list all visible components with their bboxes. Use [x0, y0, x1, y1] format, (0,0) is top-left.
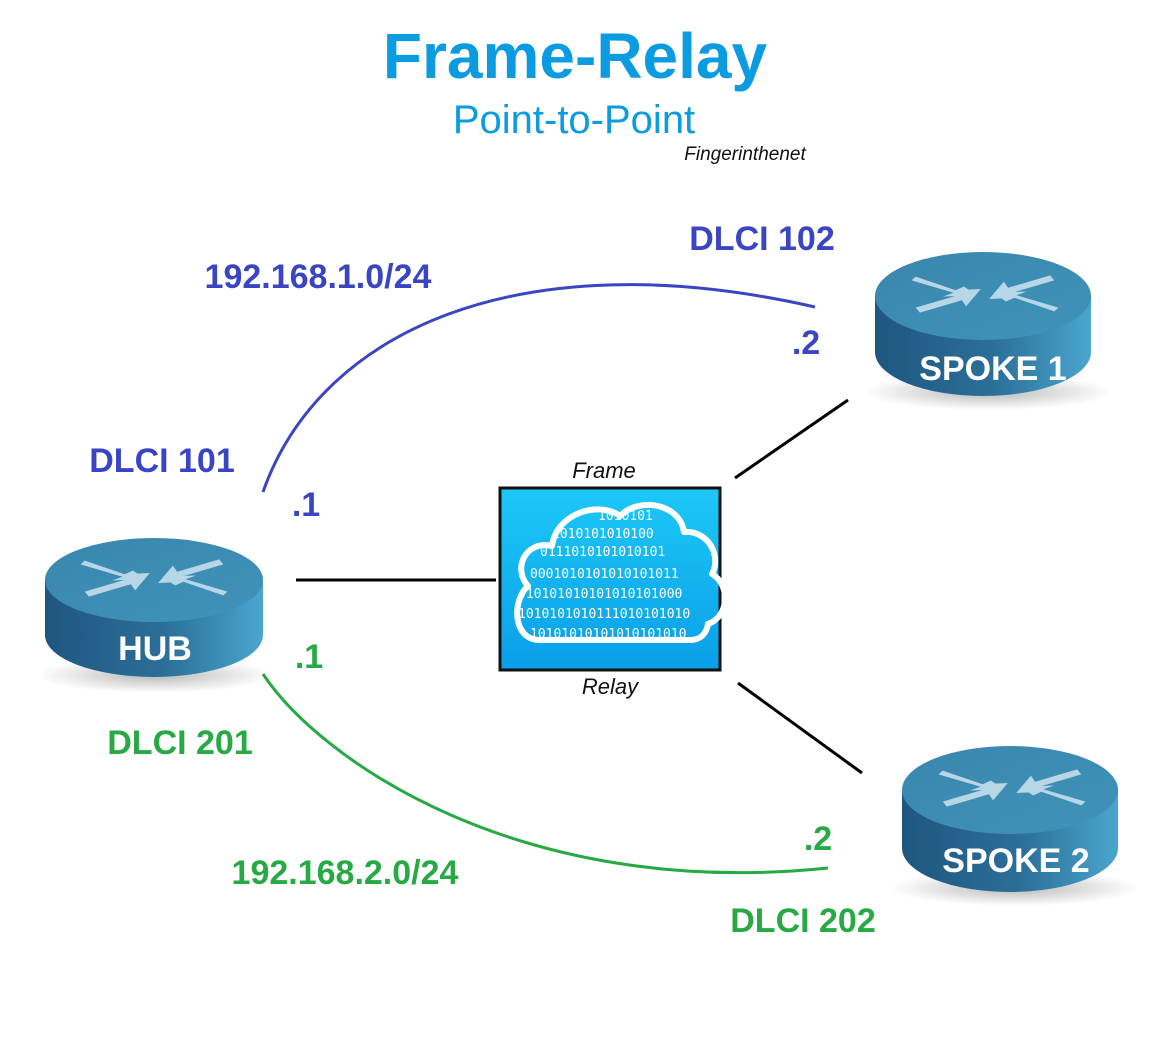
cloud-binary-line: 010101010101010101000 [518, 587, 682, 602]
link1-hub-dlci-label: DLCI 101 [89, 442, 235, 480]
link2-pvc-curve [261, 673, 829, 875]
cloud-label-frame: Frame [572, 458, 636, 483]
cloud-outline [514, 501, 728, 643]
link1-spoke-dlci-label: DLCI 102 [689, 220, 835, 258]
spoke2-cloud-link [737, 681, 863, 775]
spoke2-router[interactable]: SPOKE 2 [890, 746, 1140, 906]
link2-spoke-ip-label: .2 [804, 820, 832, 858]
spoke1-router[interactable]: SPOKE 1 [863, 252, 1113, 410]
cloud-binary-line: 0111010101010101 [540, 545, 665, 560]
cloud-binary-line: 1010101010111010101010 [518, 607, 690, 622]
link2-spoke-dlci-label: DLCI 202 [730, 902, 876, 940]
cloud-binary-line: 0001010101010101011 [530, 567, 679, 582]
frame-relay-cloud: Frame 1010101 1010101010100 011101010101… [498, 458, 728, 699]
link1-network-label: 192.168.1.0/24 [205, 258, 432, 296]
spoke2-router-label: SPOKE 2 [942, 842, 1089, 880]
page-title: Frame-Relay [383, 20, 768, 92]
spoke1-cloud-link [734, 398, 849, 480]
link2-network-label: 192.168.2.0/24 [232, 854, 459, 892]
cloud-binary-line: 1010101010100 [552, 527, 654, 542]
page-subtitle: Point-to-Point [453, 98, 695, 142]
cloud-binary-line: 10101010101010101010 [530, 627, 687, 642]
spoke1-router-label: SPOKE 1 [919, 350, 1066, 388]
link2-hub-dlci-label: DLCI 201 [107, 724, 253, 762]
link1-pvc-curve [261, 283, 816, 493]
link2-hub-ip-label: .1 [295, 638, 323, 676]
hub-router-label: HUB [118, 630, 192, 668]
hub-router[interactable]: HUB [37, 538, 273, 693]
cloud-label-relay: Relay [582, 674, 640, 699]
link1-hub-ip-label: .1 [292, 486, 320, 524]
author-credit: Fingerinthenet [684, 144, 806, 165]
cloud-icon: 1010101 1010101010100 0111010101010101 0… [514, 501, 728, 643]
link1-spoke-ip-label: .2 [792, 324, 820, 362]
